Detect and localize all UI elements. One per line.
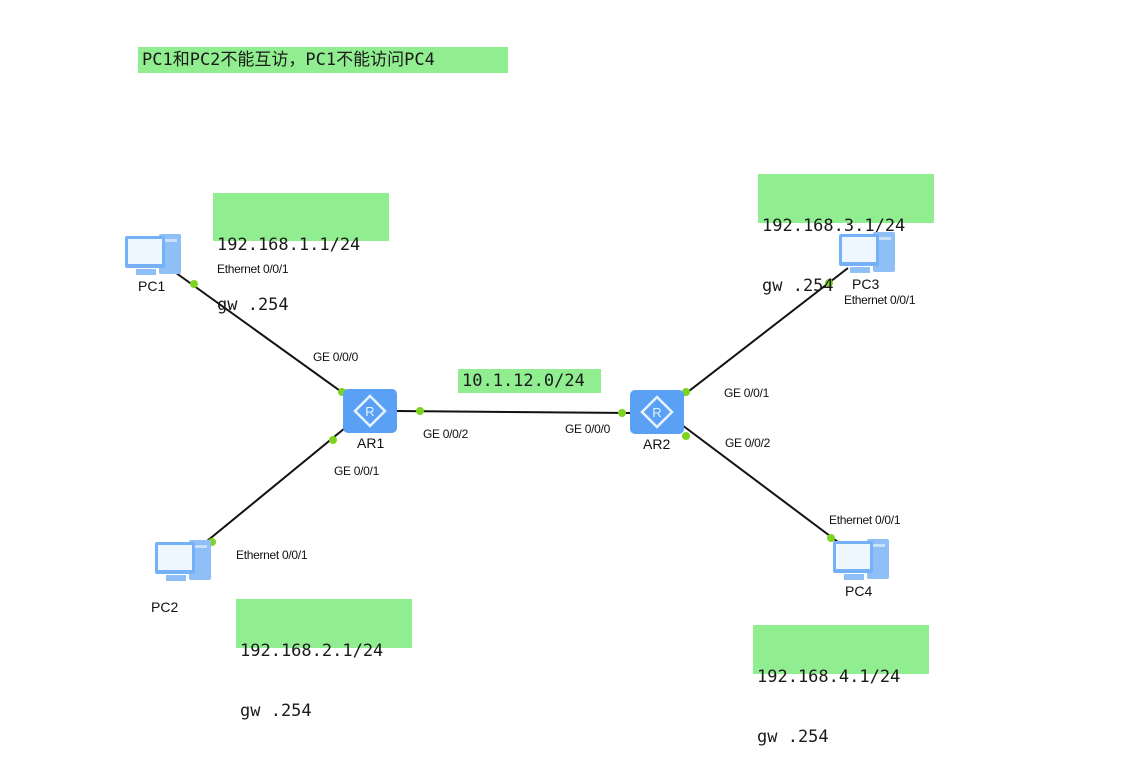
ip-note-pc4-gw: gw .254: [757, 727, 829, 747]
port-label-ar2-ge001: GE 0/0/1: [724, 386, 769, 400]
ip-note-pc2-gw: gw .254: [240, 701, 312, 721]
device-pc3[interactable]: [838, 230, 898, 276]
ip-note-pc1-gw: gw .254: [217, 295, 289, 315]
ip-note-pc1: 192.168.1.1/24 gw .254: [213, 193, 389, 315]
pc-icon: [125, 234, 181, 275]
device-ar2[interactable]: R: [630, 390, 684, 434]
title-note: PC1和PC2不能互访，PC1不能访问PC4: [138, 47, 508, 73]
router-icon: R: [630, 390, 684, 434]
pc-icon: [155, 540, 211, 581]
device-pc2[interactable]: [154, 538, 214, 584]
device-ar1[interactable]: R: [343, 389, 397, 433]
port-dot-pc3-eth[interactable]: [825, 279, 833, 287]
device-pc2-label: PC2: [151, 599, 179, 615]
device-ar2-label: AR2: [643, 436, 671, 452]
port-dot-ar2-ge001[interactable]: [682, 388, 690, 396]
device-pc4-label: PC4: [845, 583, 873, 599]
ip-note-pc3-gw: gw .254: [762, 276, 834, 296]
port-dot-ar1-ge001[interactable]: [329, 436, 337, 444]
port-label-ar2-ge000: GE 0/0/0: [565, 422, 610, 436]
port-label-ar1-ge002: GE 0/0/2: [423, 427, 468, 441]
device-pc3-label: PC3: [852, 276, 880, 292]
link-pc2-ar1[interactable]: [189, 427, 346, 556]
device-pc4[interactable]: [832, 537, 892, 583]
link-ar2-pc3[interactable]: [679, 267, 849, 399]
router-icon: R: [343, 389, 397, 433]
link-ar1-ar2[interactable]: [395, 410, 633, 414]
port-label-pc2-eth: Ethernet 0/0/1: [236, 548, 308, 562]
port-label-ar2-ge002: GE 0/0/2: [725, 436, 770, 450]
svg-text:R: R: [365, 404, 374, 419]
port-dot-pc1-eth[interactable]: [190, 280, 198, 288]
pc-icon: [833, 539, 889, 580]
pc-icon: [839, 232, 895, 273]
subnet-note: 10.1.12.0/24: [458, 369, 601, 393]
ip-note-pc2-ip: 192.168.2.1/24: [240, 641, 384, 661]
port-dot-pc4-eth[interactable]: [827, 534, 835, 542]
ip-note-pc3: 192.168.3.1/24 gw .254: [758, 174, 934, 296]
port-dot-ar1-ge002[interactable]: [416, 407, 424, 415]
ip-note-pc3-ip: 192.168.3.1/24: [762, 216, 906, 236]
svg-text:R: R: [652, 405, 661, 420]
device-ar1-label: AR1: [357, 435, 385, 451]
device-pc1-label: PC1: [138, 278, 166, 294]
port-label-pc4-eth: Ethernet 0/0/1: [829, 513, 901, 527]
device-pc1[interactable]: [124, 232, 184, 278]
ip-note-pc4-ip: 192.168.4.1/24: [757, 667, 901, 687]
port-dot-ar2-ge000[interactable]: [618, 409, 626, 417]
ip-note-pc4: 192.168.4.1/24 gw .254: [753, 625, 929, 747]
port-label-ar1-ge000: GE 0/0/0: [313, 350, 358, 364]
port-label-pc1-eth: Ethernet 0/0/1: [217, 262, 289, 276]
port-label-ar1-ge001: GE 0/0/1: [334, 464, 379, 478]
port-dot-ar2-ge002[interactable]: [682, 432, 690, 440]
port-label-pc3-eth: Ethernet 0/0/1: [844, 293, 916, 307]
ip-note-pc1-ip: 192.168.1.1/24: [217, 235, 361, 255]
link-ar2-pc4[interactable]: [681, 424, 843, 546]
ip-note-pc2: 192.168.2.1/24 gw .254: [236, 599, 412, 721]
